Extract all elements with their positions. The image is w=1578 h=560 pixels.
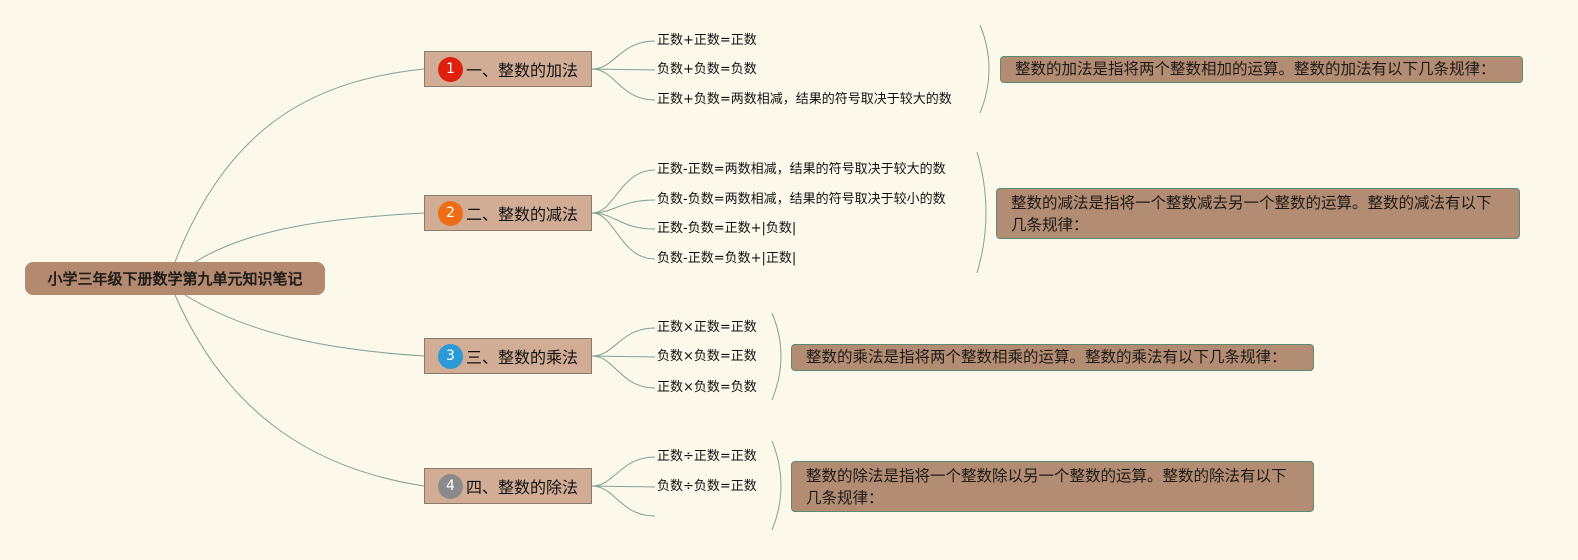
connector-root-topic-2 [194, 212, 425, 263]
summary-bracket-2 [976, 151, 987, 274]
summary-division[interactable]: 整数的除法是指将一个整数除以另一个整数的运算。整数的除法有以下几条规律： [791, 461, 1314, 512]
connector-root-topic-4 [174, 294, 425, 487]
connector-topic-2-leaf [591, 199, 656, 214]
topic-subtraction[interactable]: 2 二、整数的减法 [424, 195, 592, 231]
leaf-subtraction-1[interactable]: 正数-正数=两数相减，结果的符号取决于较大的数 [657, 162, 946, 177]
summary-multiplication[interactable]: 整数的乘法是指将两个整数相乘的运算。整数的乘法有以下几条规律： [791, 344, 1314, 371]
connector-topic-3-leaf [591, 355, 656, 358]
leaf-subtraction-2[interactable]: 负数-负数=两数相减，结果的符号取决于较小的数 [657, 192, 946, 207]
connector-topic-2-leaf [591, 212, 656, 230]
number-badge: 3 [437, 343, 463, 369]
connector-topic-4-leaf [591, 456, 656, 487]
summary-addition[interactable]: 整数的加法是指将两个整数相加的运算。整数的加法有以下几条规律： [1000, 56, 1523, 83]
leaf-subtraction-4[interactable]: 负数-正数=负数+|正数| [657, 251, 797, 266]
connector-topic-1-leaf [591, 68, 656, 71]
topic-label: 四、整数的除法 [465, 478, 578, 497]
topic-label: 二、整数的减法 [465, 205, 578, 224]
topic-division[interactable]: 4 四、整数的除法 [424, 468, 592, 504]
connector-topic-2-leaf [591, 169, 656, 214]
connector-topic-1-leaf [591, 40, 656, 70]
number-badge: 2 [437, 200, 463, 226]
number-badge: 1 [437, 56, 463, 82]
topic-multiplication[interactable]: 3 三、整数的乘法 [424, 338, 592, 374]
leaf-division-1[interactable]: 正数÷正数=正数 [657, 449, 757, 464]
connector-topic-1-leaf [591, 68, 656, 101]
connector-topic-4-leaf [591, 485, 656, 517]
leaf-multiplication-2[interactable]: 负数×负数=正数 [657, 349, 757, 364]
summary-bracket-4 [771, 440, 782, 531]
topic-label: 三、整数的乘法 [465, 348, 578, 367]
leaf-subtraction-3[interactable]: 正数-负数=正数+|负数| [657, 221, 797, 236]
summary-bracket-1 [979, 24, 990, 114]
leaf-multiplication-3[interactable]: 正数×负数=负数 [657, 380, 757, 395]
root-node[interactable]: 小学三年级下册数学第九单元知识笔记 [25, 262, 325, 295]
leaf-addition-2[interactable]: 负数+负数=负数 [657, 62, 757, 77]
connector-topic-4-leaf [591, 485, 656, 488]
connector-topic-3-leaf [591, 355, 656, 389]
connector-topic-2-leaf [591, 212, 656, 260]
number-badge: 4 [437, 473, 463, 499]
leaf-addition-1[interactable]: 正数+正数=正数 [657, 33, 757, 48]
leaf-multiplication-1[interactable]: 正数×正数=正数 [657, 320, 757, 335]
leaf-addition-3[interactable]: 正数+负数=两数相减，结果的符号取决于较大的数 [657, 92, 952, 107]
topic-label: 一、整数的加法 [465, 61, 578, 80]
topic-addition[interactable]: 1 一、整数的加法 [424, 51, 592, 87]
connector-root-topic-3 [184, 294, 425, 357]
leaf-division-2[interactable]: 负数÷负数=正数 [657, 479, 757, 494]
summary-subtraction[interactable]: 整数的减法是指将一个整数减去另一个整数的运算。整数的减法有以下几条规律： [996, 188, 1520, 239]
summary-bracket-3 [771, 312, 782, 401]
connector-root-topic-1 [174, 68, 425, 263]
root-label: 小学三年级下册数学第九单元知识笔记 [47, 270, 303, 288]
connector-topic-3-leaf [591, 327, 656, 357]
